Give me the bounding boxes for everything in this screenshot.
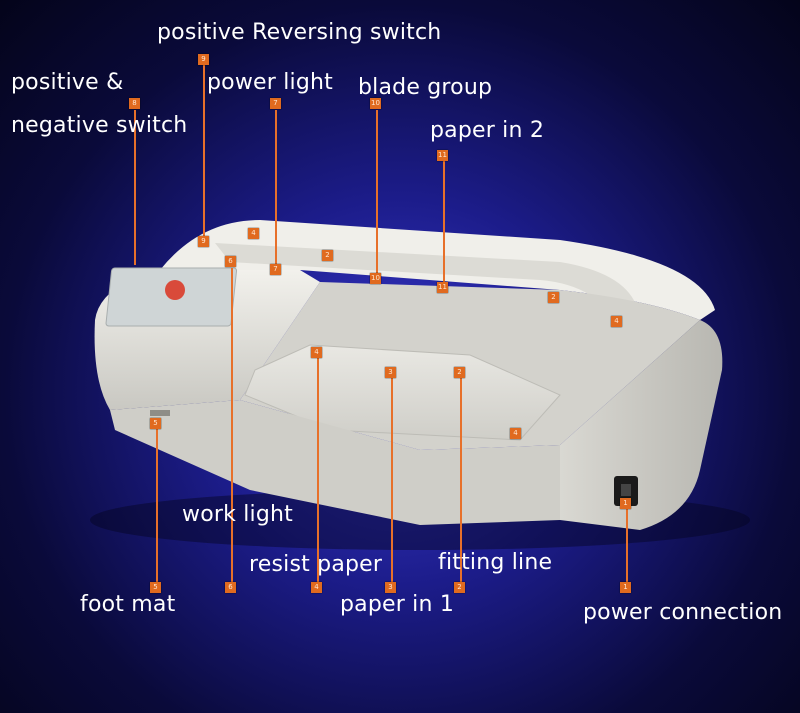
badge-7: 7 — [270, 98, 281, 109]
leader-line-6 — [231, 268, 233, 584]
label-resist-paper: resist paper — [249, 552, 383, 577]
label-reversing-switch: positive Reversing switch — [157, 20, 442, 45]
leader-line-9 — [203, 65, 205, 240]
label-power-light: power light — [207, 70, 333, 95]
badge-11: 11 — [437, 150, 448, 161]
badge-9: 9 — [198, 54, 209, 65]
badge-4-right: 4 — [611, 316, 622, 327]
label-foot-mat: foot mat — [80, 592, 176, 617]
badge-2: 2 — [454, 582, 465, 593]
badge-11-point: 11 — [437, 282, 448, 293]
leader-line-8 — [134, 110, 136, 265]
badge-4-tray: 4 — [510, 428, 521, 439]
badge-1-point: 1 — [620, 498, 631, 509]
foot — [150, 410, 170, 416]
label-power-connection: power connection — [583, 600, 783, 625]
leader-line-2 — [460, 378, 462, 584]
badge-4-point: 4 — [311, 347, 322, 358]
leader-line-4 — [317, 358, 319, 584]
paper-slot — [215, 243, 640, 330]
badge-3: 3 — [385, 582, 396, 593]
badge-10-point: 10 — [370, 273, 381, 284]
leader-line-1 — [626, 508, 628, 584]
badge-2-point: 2 — [454, 367, 465, 378]
badge-10: 10 — [370, 98, 381, 109]
leader-line-7 — [275, 110, 277, 265]
leader-line-5 — [156, 428, 158, 584]
badge-7-point: 7 — [270, 264, 281, 275]
label-pos-neg-switch-line1: positive & — [11, 70, 124, 95]
label-pos-neg-switch-line2: negative switch — [11, 113, 188, 138]
badge-5: 5 — [150, 582, 161, 593]
label-paper-in-1: paper in 1 — [340, 592, 455, 617]
badge-5-point: 5 — [150, 418, 161, 429]
badge-6: 6 — [225, 582, 236, 593]
leader-line-10 — [376, 110, 378, 275]
paper-tray — [244, 344, 561, 441]
badge-3-point: 3 — [385, 367, 396, 378]
label-blade-group: blade group — [358, 75, 493, 100]
leader-line-3 — [391, 378, 393, 584]
label-fitting-line: fitting line — [438, 550, 553, 575]
badge-4-top: 4 — [248, 228, 259, 239]
machine-right-side — [560, 320, 723, 530]
badge-2-top: 2 — [322, 250, 333, 261]
badge-8: 8 — [129, 98, 140, 109]
machine-front-bottom — [110, 400, 560, 525]
badge-9-point: 9 — [198, 236, 209, 247]
label-paper-in-2: paper in 2 — [430, 118, 545, 143]
badge-1: 1 — [620, 582, 631, 593]
badge-6-point: 6 — [225, 256, 236, 267]
badge-2-right: 2 — [548, 292, 559, 303]
logo-mark — [165, 280, 185, 300]
leader-line-11 — [443, 160, 445, 285]
label-work-light: work light — [182, 502, 293, 527]
badge-4: 4 — [311, 582, 322, 593]
